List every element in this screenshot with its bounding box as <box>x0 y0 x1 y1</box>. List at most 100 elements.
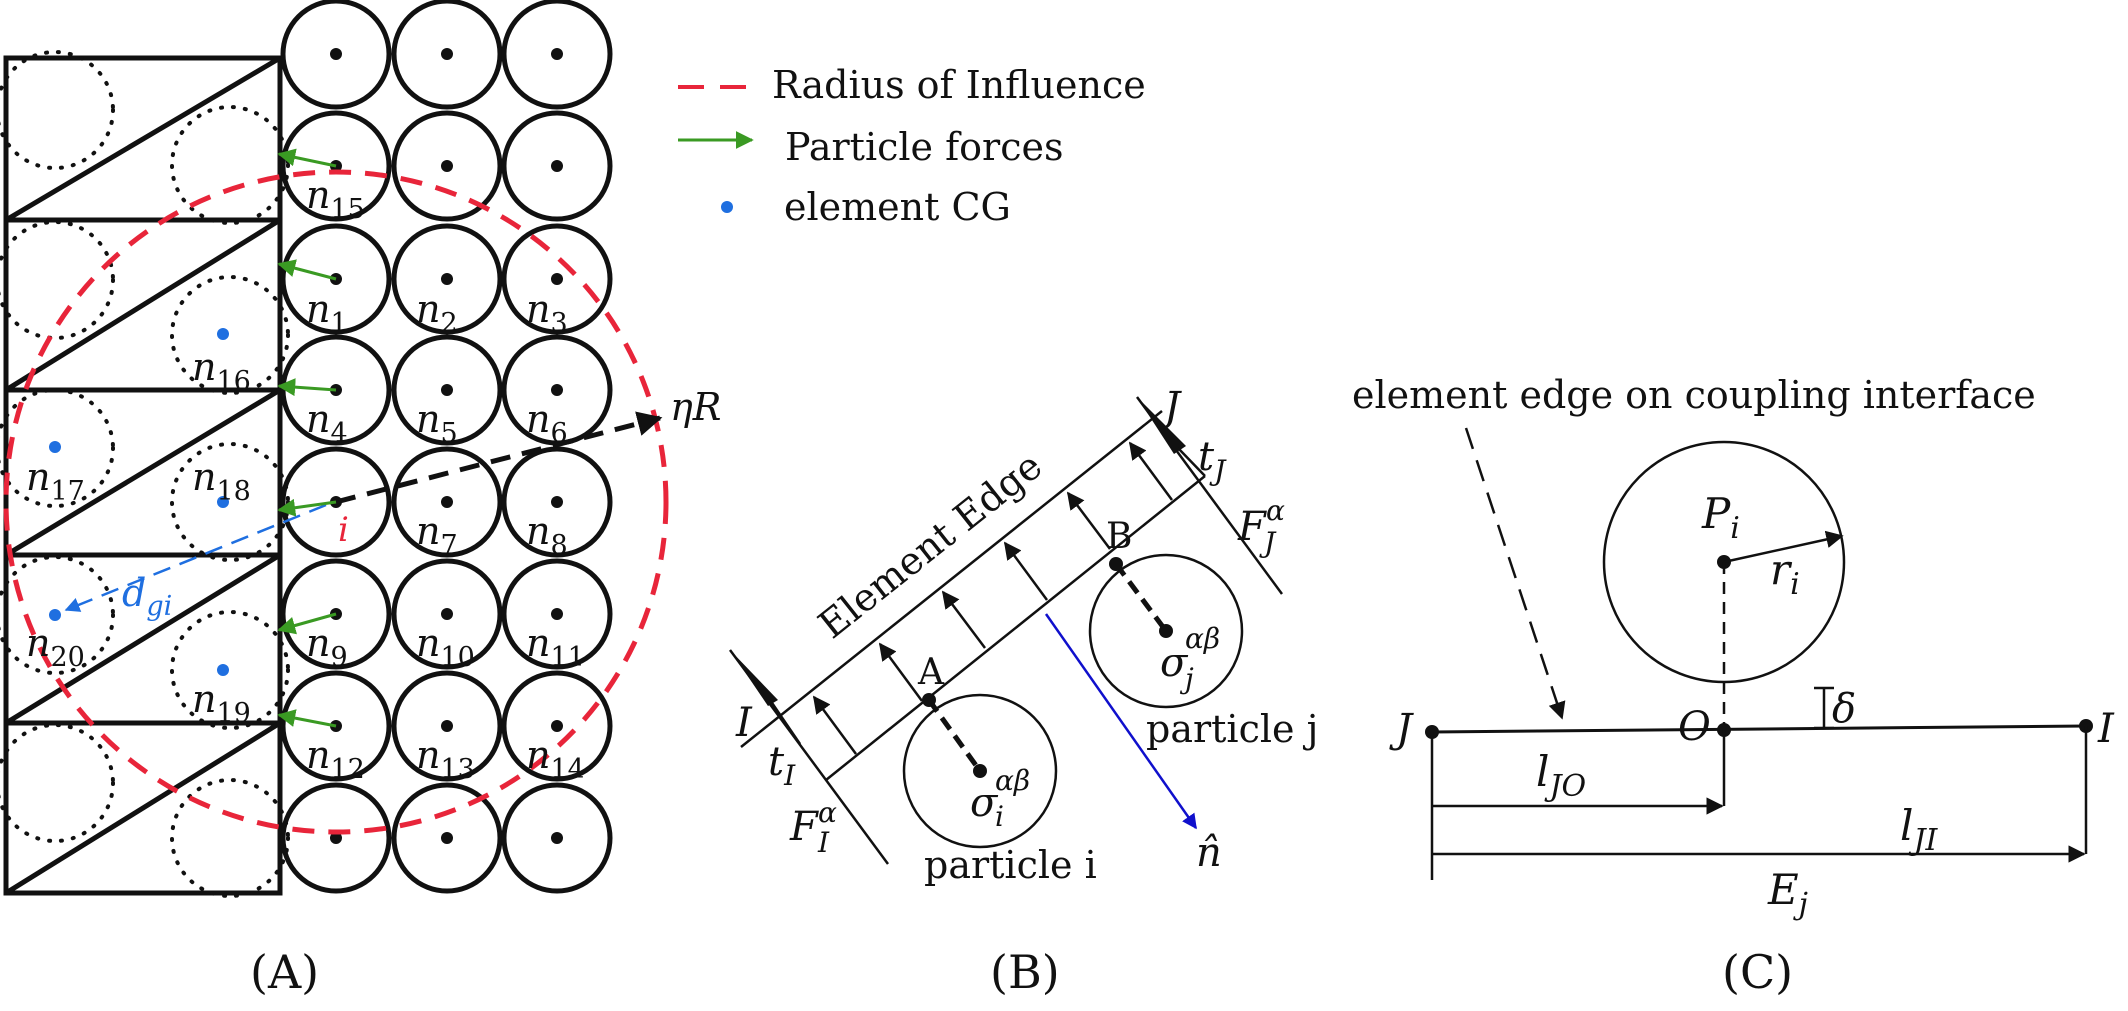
node-label-n2: n2 <box>416 287 458 339</box>
particle-j-circle <box>1088 553 1244 709</box>
d-gi-arrow <box>64 503 327 612</box>
svg-text:σ: σ <box>970 780 999 826</box>
p-i-label: Pi <box>1701 489 1740 546</box>
svg-text:i: i <box>995 800 1004 833</box>
particle-circle <box>391 223 503 335</box>
f-j-label: F α J <box>1237 494 1285 559</box>
r-i-label: ri <box>1770 545 1800 602</box>
particle-center-dot <box>330 832 342 844</box>
particle-center-dot <box>441 48 453 60</box>
node-label-n18: n18 <box>192 455 251 507</box>
particle-center-dot <box>441 160 453 172</box>
particle-i-circle <box>902 693 1058 849</box>
eta-r-arrow <box>335 411 663 505</box>
particle-center-dot <box>551 496 563 508</box>
node-label-n14: n14 <box>526 733 585 785</box>
particle-center-dot <box>551 384 563 396</box>
element-cg-dots <box>49 328 229 676</box>
traction-arrows <box>812 441 1174 755</box>
caption-b: (B) <box>990 945 1060 999</box>
edge-upper-line <box>740 410 1163 748</box>
node-label-n20: n20 <box>26 621 85 673</box>
node-label-n3: n3 <box>526 287 568 339</box>
sigma-i-label: σ αβ i <box>970 764 1030 833</box>
delta-marker <box>1814 686 1834 730</box>
node-o-label: O <box>1678 704 1711 750</box>
particle-circle <box>280 0 392 110</box>
particle-circle <box>501 782 613 894</box>
particle-center-dot <box>551 160 563 172</box>
legend: Radius of Influence Particle forces elem… <box>678 63 1146 229</box>
interface-label: element edge on coupling interface <box>1352 373 2036 417</box>
d-gi-label: dgi <box>122 571 172 622</box>
particle-center-dot <box>551 608 563 620</box>
particle-i-caption: particle i <box>924 843 1097 887</box>
e-j-label: Ej <box>1767 865 1808 922</box>
node-label-n13: n13 <box>416 733 475 785</box>
particle-circle <box>280 558 392 670</box>
particle-j-caption: particle j <box>1146 707 1318 751</box>
particle-center-dot <box>441 384 453 396</box>
edge-lower-line <box>825 475 1206 781</box>
particle-circle <box>391 670 503 782</box>
particle-circle <box>501 558 613 670</box>
node-j-label-c: J <box>1389 706 1414 752</box>
particle-center-dot <box>441 832 453 844</box>
svg-text:αβ: αβ <box>1185 622 1220 655</box>
particle-center-dot <box>330 48 342 60</box>
node-label-n16: n16 <box>192 345 251 397</box>
particle-circle <box>391 446 503 558</box>
legend-cg-swatch <box>721 201 733 213</box>
t-i-label: tI <box>768 739 796 792</box>
particle-circle <box>501 0 613 110</box>
n-hat-label: n̂ <box>1196 830 1222 876</box>
particle-circle <box>501 223 613 335</box>
particle-circle <box>280 223 392 335</box>
svg-text:α: α <box>818 796 837 829</box>
svg-text:σ: σ <box>1160 640 1189 686</box>
particle-i-label: i <box>338 510 349 550</box>
point-a-label: A <box>917 652 945 693</box>
node-i-label: I <box>735 700 753 746</box>
f-i-label: F α I <box>789 796 837 859</box>
point-b-dot <box>1109 557 1123 571</box>
particle-center-dot <box>551 832 563 844</box>
element-edge-label: Element Edge <box>810 444 1050 648</box>
svg-text:I: I <box>817 826 830 859</box>
caption-c: (C) <box>1722 945 1793 999</box>
svg-text:α: α <box>1266 494 1285 527</box>
delta-label: δ <box>1832 686 1856 732</box>
particle-force-arrows <box>277 148 337 728</box>
particle-center-dot <box>441 720 453 732</box>
legend-radius-label: Radius of Influence <box>772 63 1146 107</box>
dimension-lines <box>1430 726 2088 880</box>
particle-j-center <box>1159 624 1173 638</box>
particle-circle <box>391 558 503 670</box>
svg-text:αβ: αβ <box>995 764 1030 797</box>
t-j-label: tJ <box>1198 434 1227 487</box>
node-label-n6: n6 <box>526 397 568 449</box>
particle-circle <box>501 446 613 558</box>
l-ji-label: lJI <box>1900 801 1938 858</box>
particle-circle <box>501 110 613 222</box>
particle-circle <box>501 670 613 782</box>
particle-circle <box>391 0 503 110</box>
particle-circle <box>280 782 392 894</box>
radius-of-influence-circle <box>3 169 669 835</box>
svg-text:F: F <box>789 804 819 850</box>
particle-i-link <box>926 698 983 773</box>
node-label-n11: n11 <box>526 621 585 673</box>
node-label-n17: n17 <box>26 455 85 507</box>
panel-c: element edge on coupling interface Pi ri <box>1352 373 2115 999</box>
particle-circle <box>391 782 503 894</box>
t-j-wedge-arrow <box>1137 397 1186 454</box>
particle-center-dot <box>551 720 563 732</box>
node-label-n4: n4 <box>306 397 348 449</box>
svg-text:F: F <box>1237 504 1267 550</box>
element-mesh <box>3 55 283 896</box>
particle-i-center <box>973 764 987 778</box>
node-label-n19: n19 <box>192 677 251 729</box>
eta-r-label: ηR <box>670 385 721 429</box>
particle-j-link <box>1113 562 1169 633</box>
